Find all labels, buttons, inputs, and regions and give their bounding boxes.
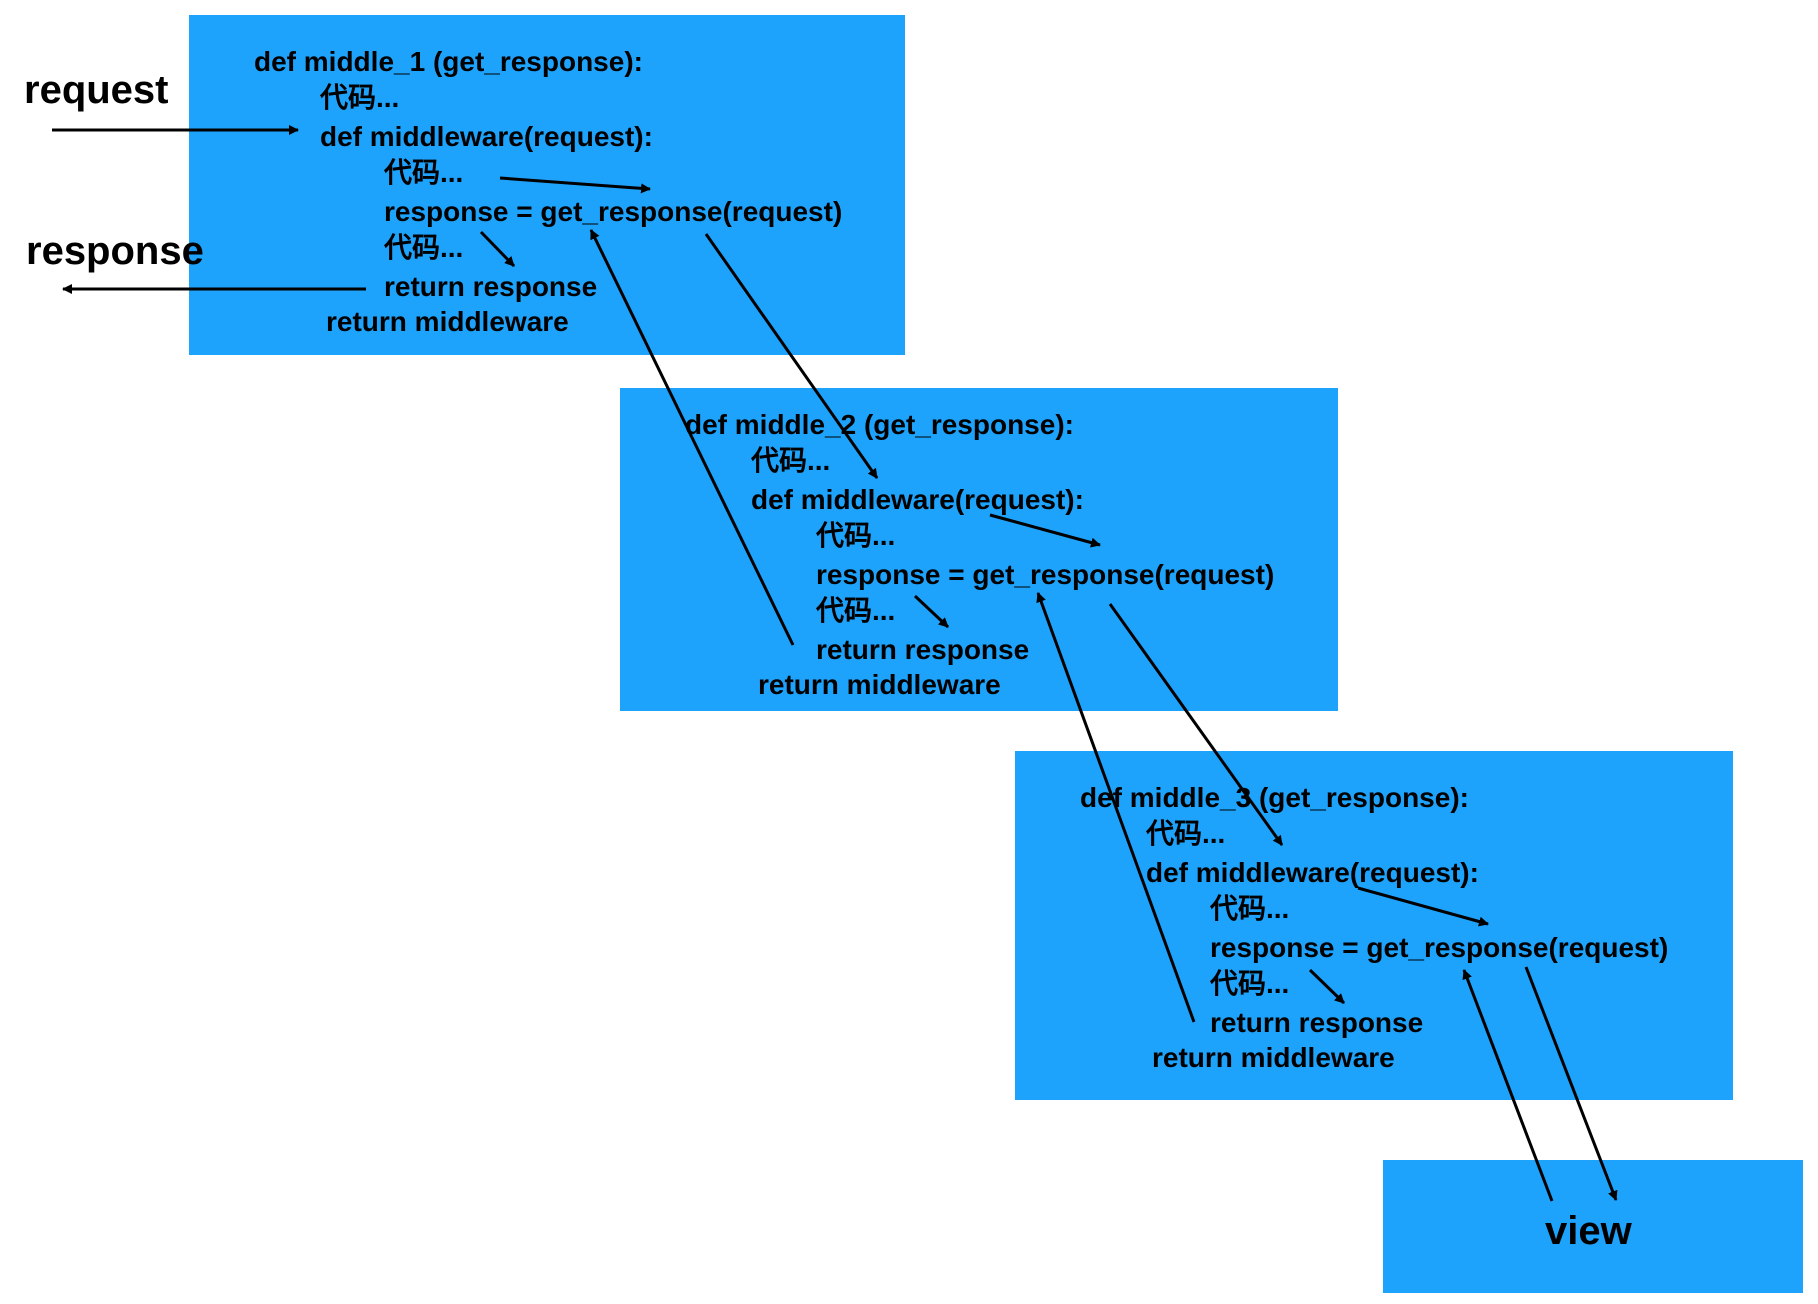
middle-3-inner-def: def middleware(request): [1146,857,1479,888]
response-label: response [26,229,204,273]
middle-1-inner-def: def middleware(request): [320,121,653,152]
middle-3-return-middleware: return middleware [1152,1042,1395,1073]
middle-2-code-1: 代码... [751,445,831,476]
middle-3-code-2: 代码... [1210,893,1290,924]
request-label: request [24,68,169,112]
middleware-3-box [1015,751,1733,1100]
middle-1-return-response: return response [384,271,598,302]
middle-1-call: response = get_response(request) [384,196,843,227]
middle-2-return-middleware: return middleware [758,669,1001,700]
middle-2-return-response: return response [816,634,1030,665]
m2-code-to-call-arrow [989,513,1101,548]
middle-3-code-3: 代码... [1210,968,1290,999]
middle-3-call: response = get_response(request) [1210,932,1669,963]
middle-3-return-response: return response [1210,1007,1424,1038]
middle-2-def: def middle_2 (get_response): [685,409,1074,440]
middle-1-def: def middle_1 (get_response): [254,46,643,77]
m3-code-to-return-arrow [1308,968,1346,1005]
m2-to-m3-arrow [1108,603,1284,846]
middle-2-code-3: 代码... [816,595,896,626]
m1-to-m2-arrow [704,233,879,479]
middle-1-code-1: 代码... [320,82,400,113]
m1-code-to-return-arrow [479,230,516,268]
middle-3-code-1: 代码... [1146,818,1226,849]
m3-code-to-call-arrow [1357,886,1489,927]
m2-code-to-return-arrow [913,594,950,629]
middle-3-def: def middle_3 (get_response): [1080,782,1469,813]
m2-return-to-m1-arrow [589,229,795,646]
view-to-m3-arrow [1462,969,1554,1202]
middle-2-code-2: 代码... [816,520,896,551]
m3-return-to-m2-arrow [1036,592,1196,1023]
view-label: view [1545,1209,1632,1253]
middleware-1-box [189,15,905,355]
middleware-2-box [620,388,1338,711]
middle-1-code-2: 代码... [384,157,464,188]
middle-1-return-middleware: return middleware [326,306,569,337]
m1-code-to-call-arrow [499,176,651,194]
view-box [1383,1160,1803,1293]
middle-2-call: response = get_response(request) [816,559,1275,590]
middle-1-code-3: 代码... [384,232,464,263]
middle-2-inner-def: def middleware(request): [751,484,1084,515]
m3-to-view-arrow [1524,966,1618,1201]
